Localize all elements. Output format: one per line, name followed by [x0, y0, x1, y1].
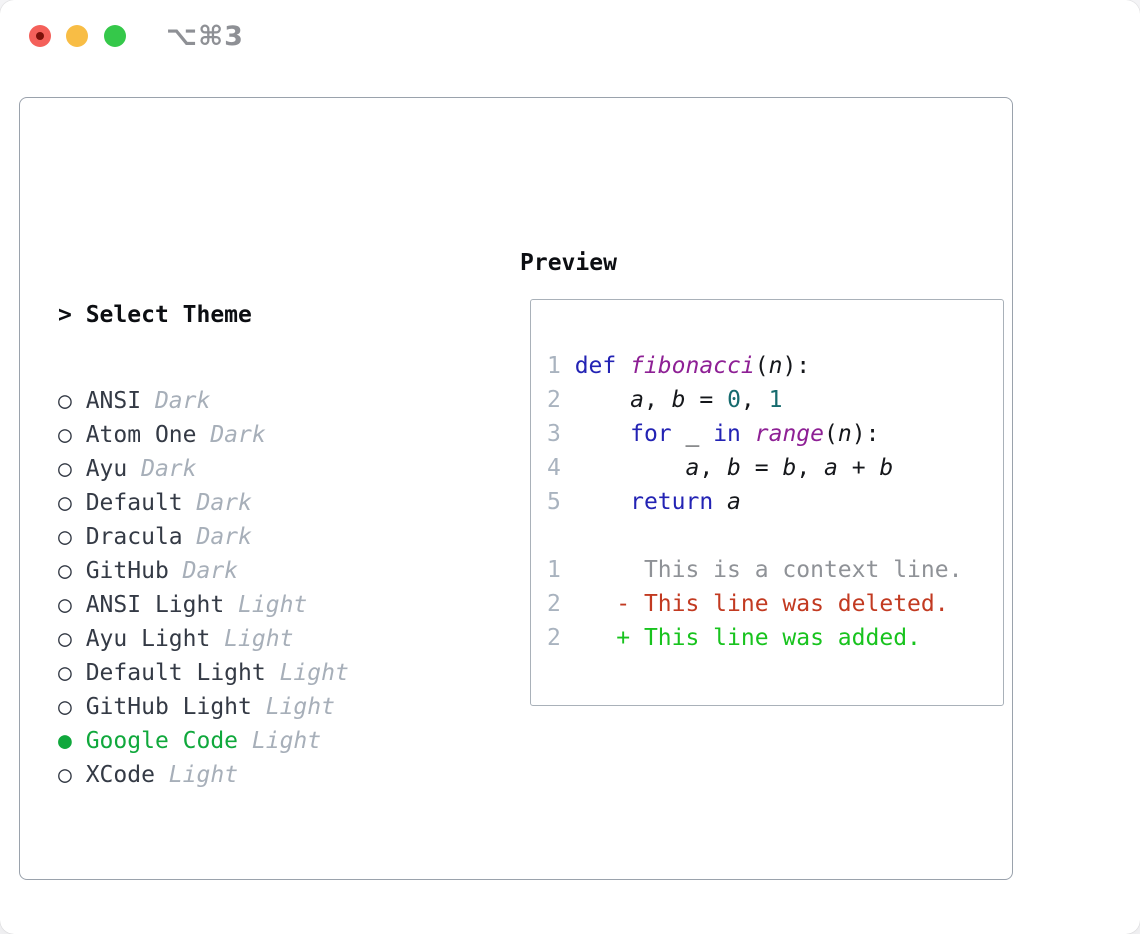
theme-option-google-code[interactable]: ● Google Code Light: [58, 728, 322, 754]
theme-option-ayu-light[interactable]: ○ Ayu Light Light: [58, 626, 294, 652]
theme-option-xcode[interactable]: ○ XCode Light: [58, 762, 239, 788]
theme-option-github-light[interactable]: ○ GitHub Light Light: [58, 694, 335, 720]
theme-option-ansi-light[interactable]: ○ ANSI Light Light: [58, 592, 308, 618]
theme-option-default[interactable]: ○ Default Dark: [58, 490, 252, 516]
radio-unselected-icon: ○: [58, 422, 86, 448]
left-column: > Select Theme ○ ANSI Dark ○ Atom One Dar…: [58, 246, 446, 934]
close-button[interactable]: [29, 25, 51, 47]
diff-deleted-line: 2 - This line was deleted.: [547, 591, 949, 617]
code-line: 4 a, b = b, a + b: [547, 455, 894, 481]
radio-selected-icon: ●: [58, 728, 86, 754]
preview-code-box: 1 def fibonacci(n): 2 a, b = 0, 1 3 for _ …: [530, 299, 1004, 706]
code-line: 3 for _ in range(n):: [547, 421, 880, 447]
theme-list: ○ ANSI Dark ○ Atom One Dark ○ Ayu Dark ○ De…: [58, 384, 446, 792]
prompt-caret: >: [58, 302, 86, 328]
diff-context-line: 1 This is a context line.: [547, 557, 963, 583]
spacer-row: [58, 844, 446, 878]
theme-option-ansi[interactable]: ○ ANSI Dark: [58, 388, 211, 414]
radio-unselected-icon: ○: [58, 660, 86, 686]
select-theme-label: Select Theme: [85, 302, 252, 328]
zoom-button[interactable]: [104, 25, 126, 47]
radio-unselected-icon: ○: [58, 490, 86, 516]
theme-option-ayu[interactable]: ○ Ayu Dark: [58, 456, 197, 482]
radio-unselected-icon: ○: [58, 524, 86, 550]
preview-header: Preview: [520, 250, 617, 276]
code-line: 5 return a: [547, 489, 741, 515]
radio-unselected-icon: ○: [58, 592, 86, 618]
apply-to-header: Apply To: [58, 930, 446, 934]
select-theme-header: > Select Theme: [58, 298, 446, 332]
theme-option-dracula[interactable]: ○ Dracula Dark: [58, 524, 252, 550]
radio-unselected-icon: ○: [58, 626, 86, 652]
diff-added-line: 2 + This line was added.: [547, 625, 921, 651]
code-line: 1 def fibonacci(n):: [547, 353, 811, 379]
radio-unselected-icon: ○: [58, 388, 86, 414]
theme-option-github[interactable]: ○ GitHub Dark: [58, 558, 239, 584]
theme-picker-panel: > Select Theme ○ ANSI Dark ○ Atom One Dar…: [19, 97, 1013, 880]
radio-unselected-icon: ○: [58, 762, 86, 788]
window-title: ⌥⌘3: [166, 21, 244, 52]
theme-option-atom-one[interactable]: ○ Atom One Dark: [58, 422, 266, 448]
theme-option-default-light[interactable]: ○ Default Light Light: [58, 660, 349, 686]
radio-unselected-icon: ○: [58, 456, 86, 482]
titlebar: ⌥⌘3: [0, 0, 1140, 72]
blank-line: [547, 519, 1003, 553]
minimize-button[interactable]: [66, 25, 88, 47]
radio-unselected-icon: ○: [58, 558, 86, 584]
radio-unselected-icon: ○: [58, 694, 86, 720]
code-line: 2 a, b = 0, 1: [547, 387, 783, 413]
